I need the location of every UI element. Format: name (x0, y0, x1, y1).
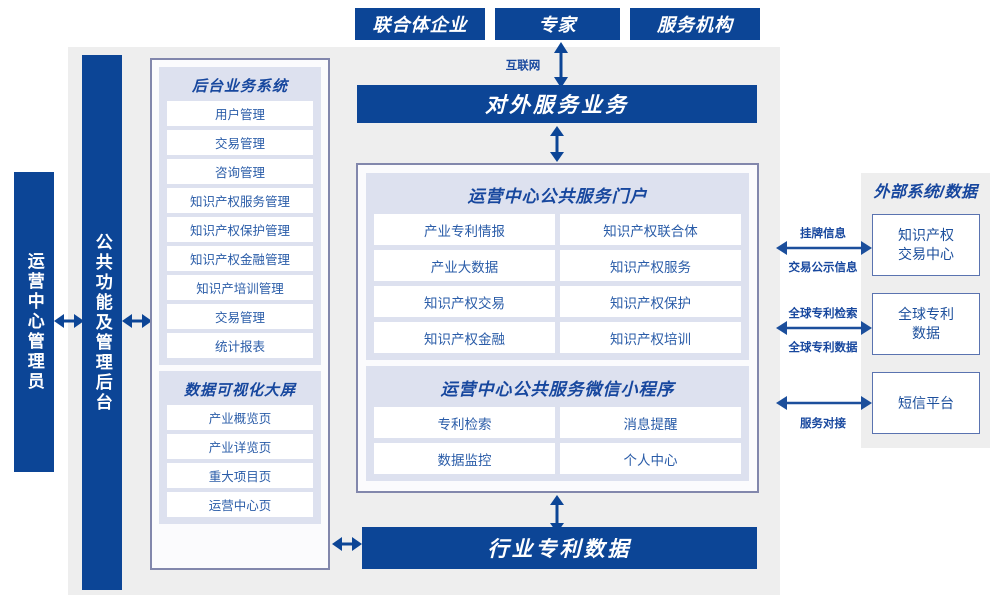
miniprogram-group: 运营中心公共服务微信小程序 专利检索 消息提醒 数据监控 个人中心 (366, 366, 749, 481)
list-item[interactable]: 产业专利情报 (374, 214, 555, 245)
list-item[interactable]: 专利检索 (374, 407, 555, 438)
dataviz-group: 数据可视化大屏 产业概览页 产业详览页 重大项目页 运营中心页 (159, 371, 321, 524)
list-item[interactable]: 交易管理 (167, 304, 313, 329)
connector-label-global-patent-search: 全球专利检索 (788, 308, 858, 320)
backend-system-title: 后台业务系统 (191, 78, 288, 95)
list-item[interactable]: 运营中心页 (167, 492, 313, 517)
actor-label: 联合体企业 (372, 15, 468, 35)
list-item[interactable]: 知识产权培训 (560, 322, 741, 353)
list-item[interactable]: 知识产权联合体 (560, 214, 741, 245)
backend-systems-panel: 后台业务系统 用户管理 交易管理 咨询管理 知识产权服务管理 知识产权保护管理 … (150, 58, 330, 570)
actor-box-expert[interactable]: 专家 (495, 8, 620, 40)
industry-data-bar[interactable]: 行业专利数据 (362, 527, 757, 569)
internet-label-text: 互联网 (505, 60, 541, 72)
list-item[interactable]: 个人中心 (560, 443, 741, 474)
portal-items: 产业专利情报 知识产权联合体 产业大数据 知识产权服务 知识产权交易 知识产权保… (374, 214, 741, 353)
industry-data-bar-label: 行业专利数据 (487, 538, 632, 561)
portal-title: 运营中心公共服务门户 (467, 187, 648, 206)
external-service-bar-label: 对外服务业务 (485, 94, 629, 117)
arrow-external-ip-exchange (776, 241, 872, 255)
actor-box-consortium[interactable]: 联合体企业 (355, 8, 485, 40)
backend-system-items: 用户管理 交易管理 咨询管理 知识产权服务管理 知识产权保护管理 知识产权金融管… (167, 101, 313, 358)
list-item[interactable]: 重大项目页 (167, 463, 313, 488)
list-item[interactable]: 知识产权金融 (374, 322, 555, 353)
list-item[interactable]: 用户管理 (167, 101, 313, 126)
arrow-internet-vertical (554, 42, 568, 88)
list-item[interactable]: 交易管理 (167, 130, 313, 155)
external-systems-title: 外部系统/数据 (873, 184, 978, 201)
dataviz-items: 产业概览页 产业详览页 重大项目页 运营中心页 (167, 405, 313, 517)
list-item[interactable]: 产业大数据 (374, 250, 555, 281)
list-item[interactable]: 咨询管理 (167, 159, 313, 184)
list-item[interactable]: 数据监控 (374, 443, 555, 474)
list-item[interactable]: 消息提醒 (560, 407, 741, 438)
list-item[interactable]: 知识产权交易 (374, 286, 555, 317)
actor-label: 专家 (538, 15, 577, 35)
center-services-panel: 运营中心公共服务门户 产业专利情报 知识产权联合体 产业大数据 知识产权服务 知… (356, 163, 759, 493)
list-item[interactable]: 产业详览页 (167, 434, 313, 459)
list-item[interactable]: 产业概览页 (167, 405, 313, 430)
arrow-external-sms (776, 396, 872, 410)
list-item[interactable]: 知识产权金融管理 (167, 246, 313, 271)
list-item[interactable]: 知识产权服务管理 (167, 188, 313, 213)
arrow-backend-to-systems (122, 314, 152, 328)
dataviz-title: 数据可视化大屏 (183, 382, 296, 399)
list-item[interactable]: 统计报表 (167, 333, 313, 358)
miniprogram-items: 专利检索 消息提醒 数据监控 个人中心 (374, 407, 741, 474)
actor-label: 服务机构 (657, 15, 733, 35)
connector-label-trade-public-info: 交易公示信息 (788, 262, 858, 274)
list-item[interactable]: 知识产权服务 (560, 250, 741, 281)
left-column-common-backend-label: 公共功能及管理后台 (92, 232, 112, 413)
list-item[interactable]: 知识产培训管理 (167, 275, 313, 300)
backend-system-group: 后台业务系统 用户管理 交易管理 咨询管理 知识产权服务管理 知识产权保护管理 … (159, 67, 321, 365)
left-column-common-backend[interactable]: 公共功能及管理后台 (82, 55, 122, 590)
external-box-ip-exchange[interactable]: 知识产权 交易中心 (872, 214, 980, 276)
arrow-operator-to-backend (54, 314, 84, 328)
list-item[interactable]: 知识产权保护管理 (167, 217, 313, 242)
external-box-sms-platform[interactable]: 短信平台 (872, 372, 980, 434)
left-column-operator[interactable]: 运营中心管理员 (14, 172, 54, 472)
actor-box-service-org[interactable]: 服务机构 (630, 8, 760, 40)
miniprogram-title: 运营中心公共服务微信小程序 (440, 380, 675, 399)
connector-label-service-docking: 服务对接 (800, 418, 846, 430)
list-item[interactable]: 知识产权保护 (560, 286, 741, 317)
connector-label-global-patent-data: 全球专利数据 (788, 342, 858, 354)
arrow-external-global-patent (776, 321, 872, 335)
external-service-bar[interactable]: 对外服务业务 (357, 85, 757, 123)
left-column-operator-label: 运营中心管理员 (24, 252, 44, 392)
arrow-dataviz-to-industry-data (332, 537, 362, 551)
external-box-global-patent-data[interactable]: 全球专利 数据 (872, 293, 980, 355)
connector-label-listing-info: 挂牌信息 (800, 228, 846, 240)
internet-label: 互联网 (488, 57, 558, 73)
arrow-service-to-portal (550, 126, 564, 162)
portal-group: 运营中心公共服务门户 产业专利情报 知识产权联合体 产业大数据 知识产权服务 知… (366, 173, 749, 360)
